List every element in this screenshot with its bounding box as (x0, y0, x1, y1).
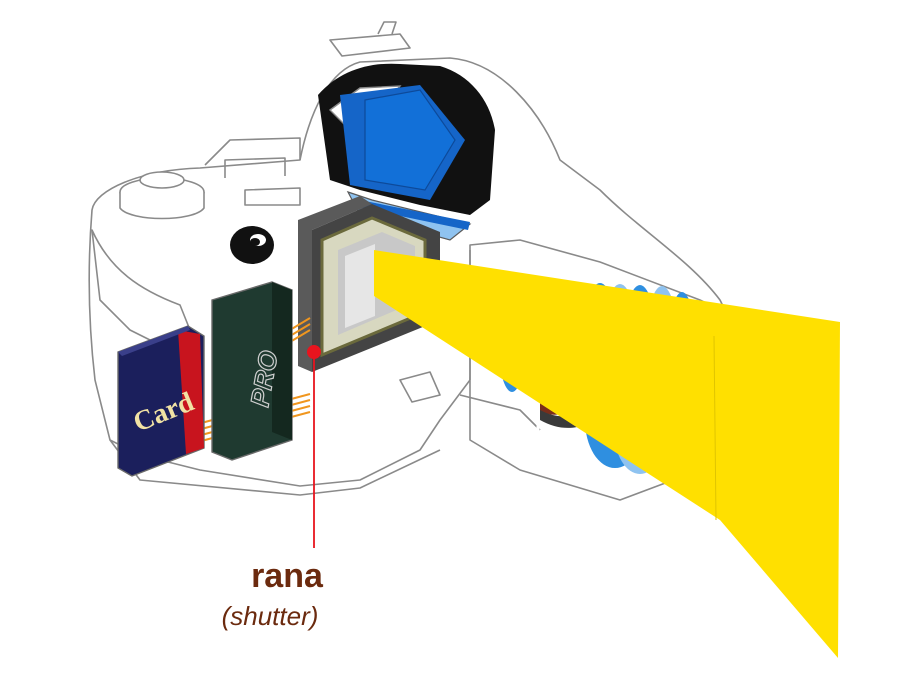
shutter-translation: (shutter) (221, 601, 319, 631)
light-beam (374, 250, 840, 658)
pro-card-icon: PRO (211, 281, 293, 461)
shutter-button-icon (230, 226, 274, 264)
viewfinder-housing (318, 63, 495, 215)
mode-dial-icon (119, 171, 205, 220)
sd-card-icon: Card (117, 325, 205, 477)
callout-dot (307, 345, 321, 359)
shutter-callout (307, 345, 321, 548)
shutter-label: rana (251, 557, 323, 595)
